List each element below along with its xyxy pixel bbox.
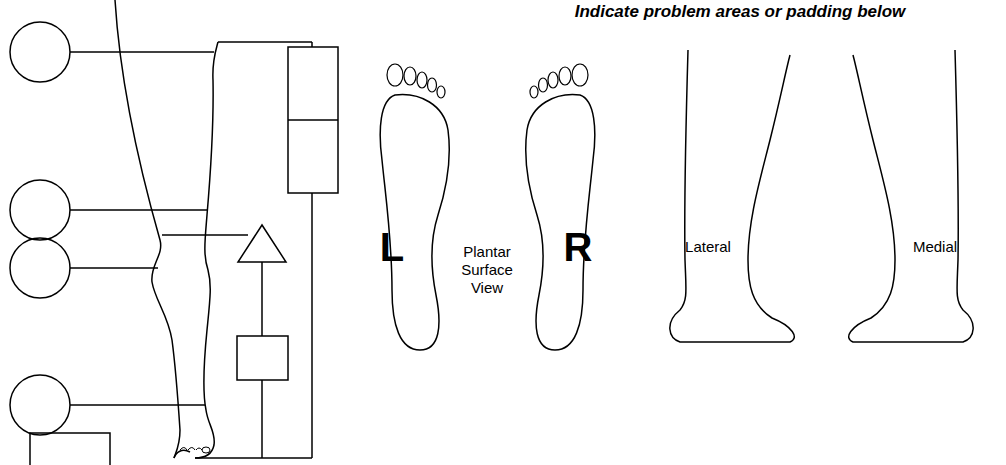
toe-outline [548,72,558,88]
lateral-leg-outline [670,50,794,342]
wire-line [218,41,312,43]
toe-outline [559,67,571,85]
leg-outline [195,42,218,458]
callout-circle [10,180,70,240]
toe-outline [417,72,427,88]
toe-outline [387,64,403,86]
padding-box [30,433,110,465]
callout-circle [10,238,70,298]
diagram-title: Indicate problem areas or padding below [480,2,1000,22]
wire-line [195,457,312,459]
box-divider [288,119,338,121]
leader-line [70,209,207,211]
leader-line [70,404,205,406]
wire-line [261,262,263,336]
callout-circle [10,22,70,82]
view-label: Medial [890,238,980,256]
side-label: R [553,223,603,271]
toe-outline [202,447,210,453]
triangle-marker [238,225,286,262]
view-label: Lateral [663,238,753,256]
side-label: L [367,223,417,271]
toe-outline [404,67,416,85]
padding-box [237,336,288,380]
foot-outline [174,450,190,458]
left-foot-outline [380,95,449,350]
toe-outline [180,448,202,451]
right-foot-outline [526,95,595,350]
leader-line [162,234,248,236]
toe-outline [572,64,588,86]
padding-box [288,47,338,193]
toe-outline [428,78,437,92]
leader-line [70,51,214,53]
medial-leg-outline [849,50,973,342]
toe-outline [437,86,445,98]
wire-line [311,193,313,458]
leg-outline [115,0,180,458]
view-label: Plantar Surface View [452,243,522,297]
leader-line [70,267,158,269]
toe-outline [539,78,548,92]
callout-circle [10,375,70,435]
toe-outline [530,86,538,98]
wire-line [261,380,263,458]
